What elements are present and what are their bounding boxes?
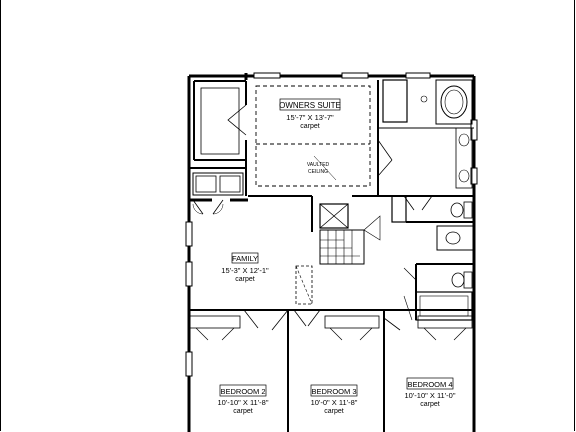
attic-access <box>295 265 313 305</box>
hall-bath <box>391 195 474 321</box>
stairwell <box>319 203 381 265</box>
windows <box>185 72 478 377</box>
bedroom4-size: 10'-10" X 11'-0" <box>405 391 456 400</box>
family-floor: carpet <box>235 276 255 283</box>
bedroom-walls <box>189 295 474 432</box>
owners-bath <box>377 79 474 211</box>
owners-suite-floor: carpet <box>300 123 320 130</box>
bedroom3-size: 10'-0" X 11'-8" <box>311 398 358 407</box>
room-labels: OWNERS SUITE 15'-7" X 13'-7" carpet VAUL… <box>218 98 456 415</box>
bedroom3-floor: carpet <box>324 408 344 415</box>
bedroom2-size: 10'-10" X 11'-8" <box>218 398 269 407</box>
owners-suite-walls <box>248 80 379 232</box>
vaulted-label-1: VAULTED <box>307 162 330 168</box>
vaulted-label-2: CEILING <box>308 169 328 175</box>
owners-suite-name: OWNERS SUITE <box>279 101 341 110</box>
family-size: 15'-3" X 12'-1" <box>221 266 269 275</box>
family-name: FAMILY <box>232 254 258 263</box>
owners-suite-size: 15'-7" X 13'-7" <box>286 113 334 122</box>
laundry <box>189 167 246 215</box>
bedroom2-floor: carpet <box>233 408 253 415</box>
bedroom3-name: BEDROOM 3 <box>311 387 356 396</box>
bedroom4-name: BEDROOM 4 <box>407 380 452 389</box>
bedroom2-name: BEDROOM 2 <box>220 387 265 396</box>
bedroom4-floor: carpet <box>420 401 440 408</box>
